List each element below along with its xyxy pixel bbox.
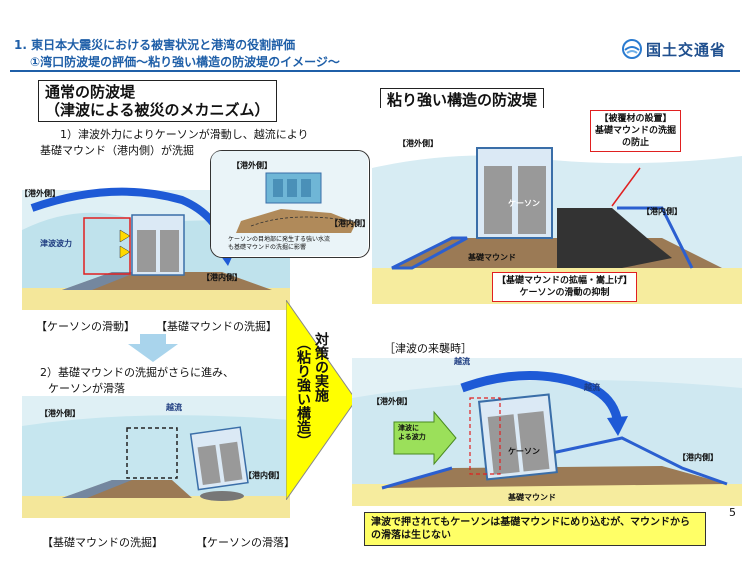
- right-inner-label-2: 【港内側】: [678, 453, 718, 462]
- cover-line2: 基礎マウンドの洗掘: [595, 126, 677, 136]
- outer-side-label-2: 【港外側】: [40, 409, 80, 418]
- caption-mound-scour-2: 【基礎マウンドの洗掘】: [42, 536, 163, 549]
- diagram-caisson-fall: [22, 396, 290, 518]
- step2-line1: 2）基礎マウンドの洗掘がさらに進み、: [40, 366, 234, 379]
- wave-force-label: 津波に よる波力: [398, 424, 426, 442]
- tsunami-arrival-label: ［津波の来襲時］: [384, 342, 472, 355]
- mound-widen-callout: 【基礎マウンドの拡幅・嵩上げ】 ケーソンの滑動の抑制: [492, 272, 638, 302]
- caption-mound-scour: 【基礎マウンドの洗掘】: [156, 320, 277, 333]
- inset-note: ケーソンの目地部に発生する強い水流 も基礎マウンドの洗掘に影響: [228, 236, 330, 252]
- result-note: 津波で押されてもケーソンは基礎マウンドにめり込むが、マウンドからの滑落は生じない: [364, 512, 706, 546]
- left-title-box: 通常の防波堤 （津波による被災のメカニズム）: [38, 80, 277, 122]
- mlit-logo: 国土交通省: [622, 38, 740, 60]
- mlit-emblem-icon: [622, 39, 642, 59]
- overflow-label-1: 越流: [454, 357, 470, 366]
- right-outer-label-2: 【港外側】: [372, 397, 412, 406]
- header-divider: [10, 70, 740, 72]
- outer-side-label-1: 【港外側】: [20, 189, 60, 198]
- inner-side-label-2: 【港内側】: [244, 471, 284, 480]
- left-title-line1: 通常の防波堤: [45, 83, 136, 101]
- caption-caisson-fall: 【ケーソンの滑落】: [196, 536, 295, 549]
- wave-force-line1: 津波に: [398, 424, 419, 432]
- measure-arrow: [286, 300, 356, 500]
- overflow-label-2: 越流: [584, 383, 600, 392]
- widen-line2: ケーソンの滑動の抑制: [519, 288, 610, 298]
- scour-inset: [210, 150, 370, 258]
- step1-line1: 1）津波外力によりケーソンが滑動し、越流により: [60, 128, 309, 141]
- page-number: 5: [729, 506, 736, 519]
- right-outer-label: 【港外側】: [398, 139, 438, 148]
- measure-text-col2: （粘り強い構造）: [295, 336, 311, 448]
- cover-line3: の防止: [622, 138, 650, 148]
- caisson-label-1: ケーソン: [508, 199, 540, 208]
- step2-line2: ケーソンが滑落: [48, 382, 125, 395]
- inset-inner-label: 【港内側】: [330, 219, 370, 228]
- force-label: 津波波力: [40, 239, 72, 248]
- header-line-1: 1. 東日本大震災における被害状況と港湾の役割評価: [14, 38, 296, 52]
- caisson-label-2: ケーソン: [508, 447, 540, 456]
- mound-label-1: 基礎マウンド: [468, 253, 516, 262]
- measure-text-col1: 対策の実施: [313, 332, 329, 402]
- right-title: 粘り強い構造の防波堤: [387, 91, 538, 109]
- cover-material-callout: 【被覆材の設置】 基礎マウンドの洗掘 の防止: [590, 110, 682, 152]
- left-title-line2: （津波による被災のメカニズム）: [45, 101, 270, 119]
- down-arrow-icon: [128, 334, 178, 362]
- overflow-label-left: 越流: [166, 403, 182, 412]
- right-inner-label: 【港内側】: [642, 207, 682, 216]
- inner-side-label-1: 【港内側】: [202, 273, 242, 282]
- inset-drawing: [211, 151, 368, 256]
- mound-label-2: 基礎マウンド: [508, 493, 556, 502]
- step1-line2: 基礎マウンド（港内側）が洗掘: [40, 144, 194, 157]
- caption-caisson-slide: 【ケーソンの滑動】: [36, 320, 135, 333]
- cover-line1: 【被覆材の設置】: [599, 114, 672, 124]
- inset-outer-label: 【港外側】: [232, 161, 272, 170]
- inset-note-line2: も基礎マウンドの洗掘に影響: [228, 244, 307, 251]
- diagram-tsunami-arrival: [352, 358, 742, 506]
- inset-note-line1: ケーソンの目地部に発生する強い水流: [228, 236, 331, 243]
- header-line-2: ①湾口防波堤の評価～粘り強い構造の防波堤のイメージ～: [30, 55, 340, 69]
- logo-text: 国土交通省: [646, 40, 727, 59]
- wave-force-line2: よる波力: [398, 433, 426, 441]
- widen-line1: 【基礎マウンドの拡幅・嵩上げ】: [497, 276, 633, 286]
